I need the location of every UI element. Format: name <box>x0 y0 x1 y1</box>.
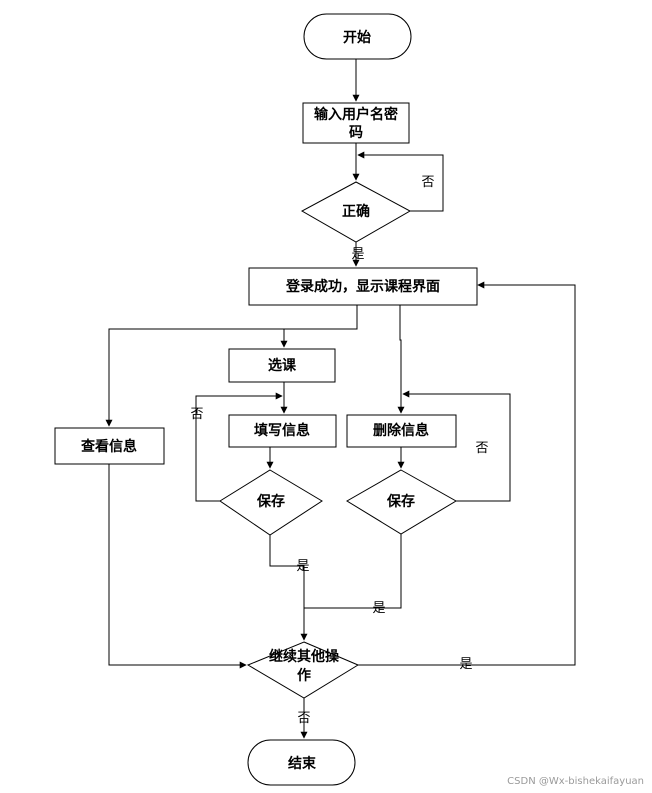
check-correct-diamond <box>300 181 412 243</box>
fill-no-label: 否 <box>190 407 203 422</box>
save-left-label: 保存 <box>256 493 285 510</box>
edge-login-view <box>105 305 358 427</box>
edge-view-continue <box>108 464 247 669</box>
delete-info-box <box>346 414 457 448</box>
end-terminal <box>247 739 356 786</box>
select-course-box <box>228 348 336 383</box>
check-label: 正确 <box>342 203 370 220</box>
edge-save-right-yes <box>304 534 402 609</box>
end-label: 结束 <box>288 755 317 772</box>
continue-no-label: 否 <box>297 711 310 726</box>
fill-label: 填写信息 <box>254 422 310 439</box>
check-yes-label: 是 <box>351 247 364 262</box>
input-credentials-box <box>302 102 410 144</box>
input-label-line1: 输入用户名密 <box>314 106 398 123</box>
save-right-diamond <box>346 469 457 535</box>
continue-label-line2: 作 <box>297 667 311 684</box>
login-success-box <box>248 267 478 306</box>
fill-info-box <box>228 414 337 448</box>
edge-check-no-loop <box>357 151 444 212</box>
delete-no-label: 否 <box>475 441 488 456</box>
continue-label-line1: 继续其他操 <box>269 648 340 665</box>
edge-continue-yes <box>358 281 576 666</box>
start-terminal <box>303 13 412 60</box>
input-label-line2: 码 <box>349 125 363 141</box>
edge-save-left-yes <box>269 535 308 641</box>
check-no-label: 否 <box>421 175 434 190</box>
delete-label: 删除信息 <box>373 422 429 439</box>
view-label: 查看信息 <box>81 438 137 455</box>
continue-yes-label: 是 <box>459 657 472 672</box>
login-label: 登录成功，显示课程界面 <box>285 278 440 295</box>
continue-diamond <box>246 641 360 699</box>
view-info-box <box>54 427 165 465</box>
save-left-diamond <box>219 469 323 536</box>
edge-save-right-no-loop <box>402 390 511 502</box>
edge-login-delete <box>397 305 405 414</box>
save-right-label: 保存 <box>386 493 415 510</box>
watermark: CSDN @Wx-bishekaifayuan <box>507 776 644 787</box>
select-label: 选课 <box>268 357 297 374</box>
save-right-yes-label: 是 <box>372 601 385 616</box>
start-label: 开始 <box>343 29 371 46</box>
save-left-yes-label: 是 <box>296 559 309 574</box>
edge-save-left-no-loop <box>195 392 283 502</box>
